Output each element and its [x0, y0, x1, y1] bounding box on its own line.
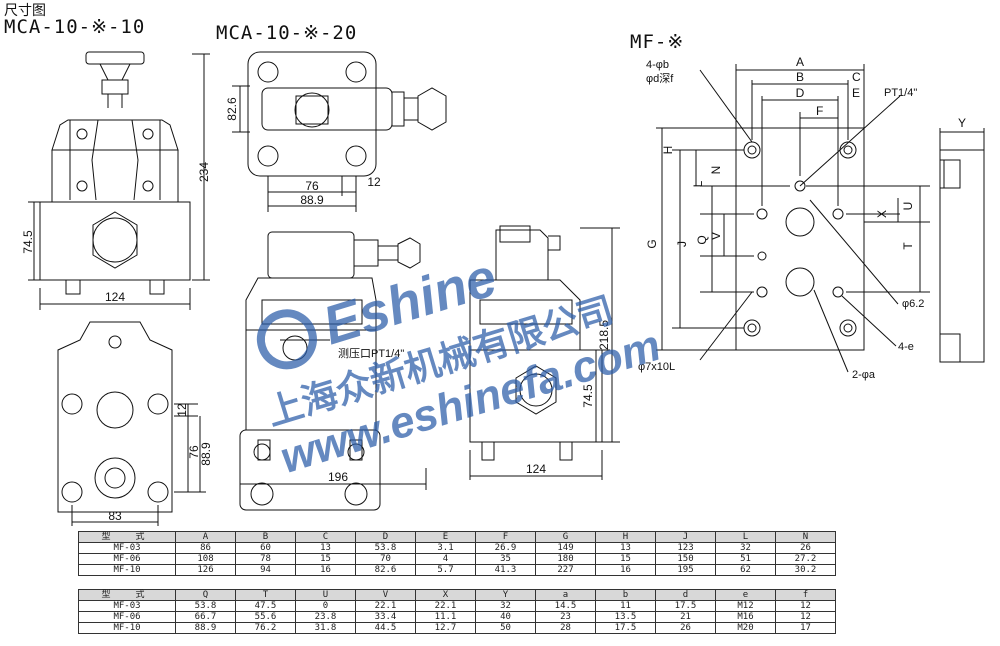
mf-dim-t: T — [901, 242, 915, 250]
model-label-mf: MF-※ — [630, 31, 685, 53]
table-row: MF-06 66.7 55.6 23.8 33.4 11.1 40 23 13.… — [78, 611, 836, 623]
table-row: MF-10 126 94 16 82.6 5.7 41.3 227 16 195… — [78, 564, 836, 576]
dimension-drawing: 234 74.5 124 12 76 88.9 83 82.6 76 12 88… — [21, 51, 985, 526]
dim-center-base-width: 124 — [526, 462, 546, 476]
table-row: MF-06 108 78 15 70 4 35 180 15 150 51 27… — [78, 553, 836, 565]
mf-4-e: 4-e — [898, 341, 914, 353]
top-view — [232, 51, 447, 212]
mf-plate-view — [656, 64, 930, 373]
dim-center-height: 218.5 — [597, 320, 611, 350]
mf-dim-b: B — [796, 70, 804, 84]
mf-dim-d: D — [796, 86, 805, 100]
dim-top-w3: 88.9 — [300, 193, 324, 207]
mf-pt: PT1/4" — [884, 87, 917, 99]
mf-dim-f: F — [816, 104, 823, 118]
mf-dim-y: Y — [958, 116, 966, 130]
dim-height-left: 234 — [197, 162, 211, 182]
mf-dim-q: Q — [695, 235, 709, 244]
mf-side-view — [939, 128, 985, 363]
dim-bolt-12: 12 — [175, 403, 189, 417]
mf-dim-a: A — [796, 55, 804, 69]
dim-base-height-left: 74.5 — [21, 230, 35, 254]
logo-icon — [256, 309, 317, 370]
dim-top-w2: 12 — [367, 175, 381, 189]
table-row: MF-10 88.9 76.2 31.8 44.5 12.7 50 28 17.… — [78, 622, 836, 634]
mf-dim-v: V — [709, 232, 723, 240]
model-label-mca-20: MCA-10-※-20 — [216, 22, 358, 44]
dimension-table-1: 型 式 A B C D E F G H J L N MF-03 86 60 13… — [78, 531, 836, 576]
mf-2-phi-a: 2-φa — [852, 369, 876, 381]
mf-dim-n: N — [709, 166, 723, 175]
table-header-row: 型 式 Q T U V X Y a b d e f — [78, 589, 836, 601]
model-label-mca-10: MCA-10-※-10 — [4, 16, 146, 38]
dim-bolt-88-9: 88.9 — [199, 442, 213, 466]
mf-dim-j: J — [675, 241, 689, 247]
dim-bottom-width: 83 — [108, 509, 122, 523]
mf-dim-g: G — [645, 239, 659, 248]
table-row: MF-03 53.8 47.5 0 22.1 22.1 32 14.5 11 1… — [78, 600, 836, 612]
dim-center-base-height: 74.5 — [581, 384, 595, 408]
mf-dim-c: C — [852, 70, 861, 84]
dimension-table-2: 型 式 Q T U V X Y a b d e f MF-03 53.8 47.… — [78, 589, 836, 634]
mf-dim-h: H — [661, 146, 675, 155]
dim-base-width-left: 124 — [105, 290, 125, 304]
dim-bolt-76: 76 — [187, 445, 201, 459]
mf-phi-6-2: φ6.2 — [902, 298, 924, 310]
table-row: MF-03 86 60 13 53.8 3.1 26.9 149 13 123 … — [78, 542, 836, 554]
mf-dim-u: U — [901, 202, 915, 211]
dim-center-width: 196 — [328, 470, 348, 484]
page-title: 尺寸图 — [4, 3, 46, 19]
port-label: 测压口PT1/4" — [338, 347, 404, 360]
table-header-row: 型 式 A B C D E F G H J L N — [78, 531, 836, 543]
mf-phi-7: φ7x10L — [638, 361, 675, 373]
mf-dim-l: L — [691, 180, 705, 187]
mf-hole-d: φd深f — [646, 72, 674, 85]
dim-top-w1: 76 — [305, 179, 319, 193]
mf-hole-b: 4-φb — [646, 59, 669, 71]
left-bottom-view — [57, 321, 206, 526]
mf-dim-x: X — [875, 210, 889, 218]
left-front-view — [28, 51, 210, 310]
mf-dim-e: E — [852, 86, 860, 100]
center-side-view — [469, 225, 620, 480]
dim-top-height: 82.6 — [225, 97, 239, 121]
